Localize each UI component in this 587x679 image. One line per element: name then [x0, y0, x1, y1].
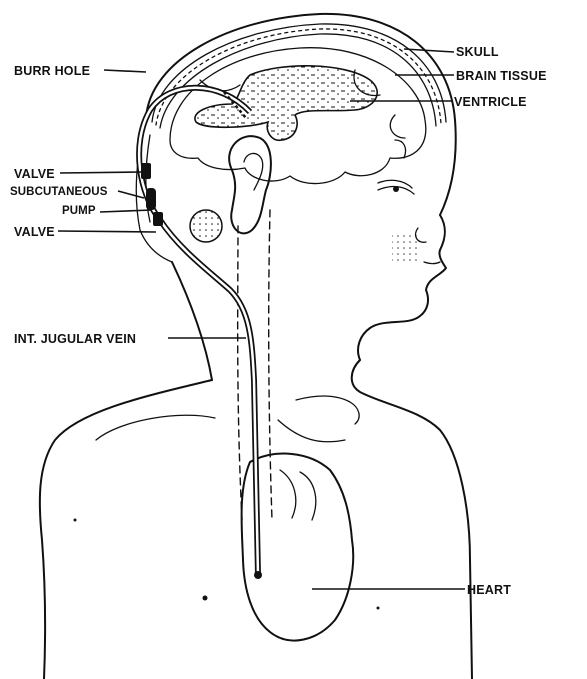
label-ventricle: VENTRICLE: [454, 95, 527, 109]
label-subcutaneous: SUBCUTANEOUS: [10, 186, 108, 198]
label-heart: HEART: [467, 583, 511, 597]
pump-marker: [146, 188, 156, 210]
leader-lines: [58, 49, 465, 589]
label-valve-lower: VALVE: [14, 225, 55, 239]
ventricle: [195, 66, 377, 140]
label-pump: PUMP: [62, 205, 96, 217]
label-skull: SKULL: [456, 45, 499, 59]
skull-outline: [146, 14, 456, 215]
head-outline: [358, 140, 446, 360]
label-burr-hole: BURR HOLE: [14, 64, 90, 78]
label-valve-upper: VALVE: [14, 167, 55, 181]
valve-upper-marker: [141, 163, 151, 179]
label-int-jugular-vein: INT. JUGULAR VEIN: [14, 332, 136, 346]
valve-lower-marker: [153, 212, 163, 226]
label-brain-tissue: BRAIN TISSUE: [456, 69, 547, 83]
ear: [229, 136, 271, 233]
